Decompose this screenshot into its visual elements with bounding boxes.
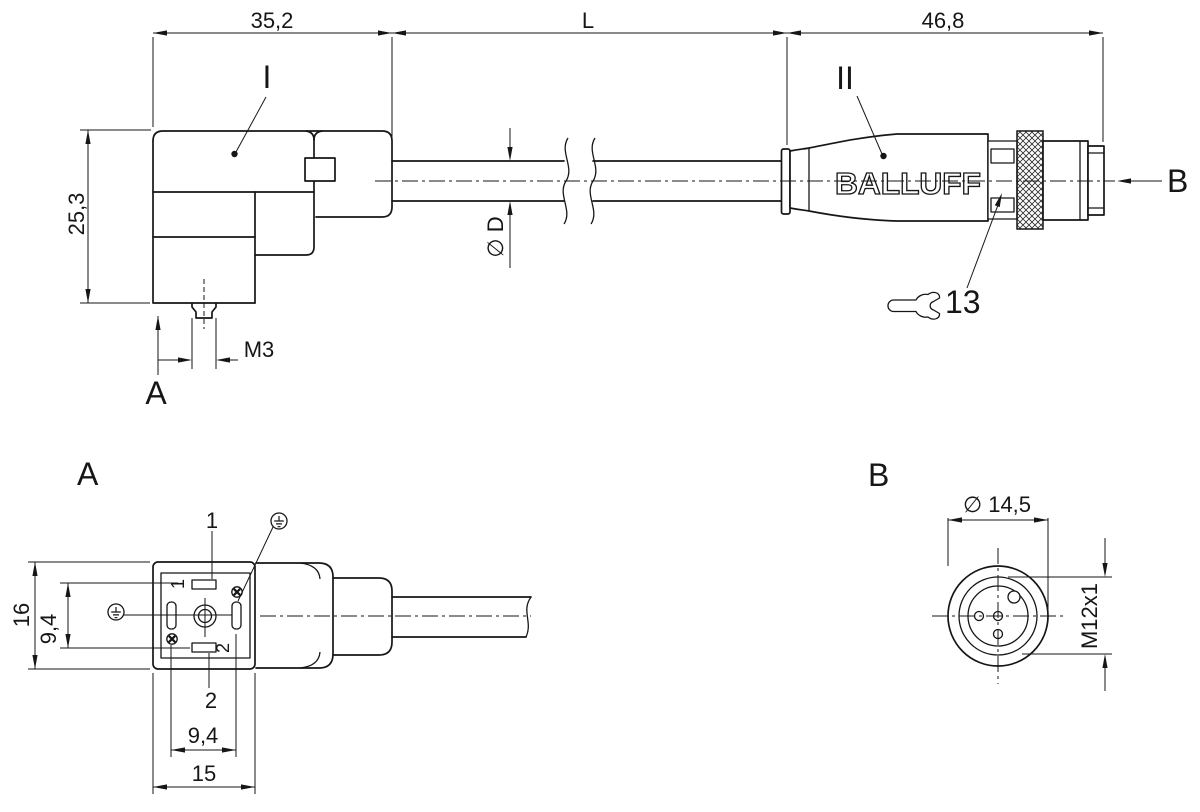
pin2-contact-slot [191, 642, 217, 653]
pin [992, 610, 1004, 622]
view-a-arrow-label: A [145, 375, 167, 411]
pin1-contact-slot [191, 579, 217, 590]
view-a: A [9, 456, 532, 794]
cable-diameter-dimension: ∅ D [483, 128, 513, 268]
dim-M3: M3 [244, 337, 275, 362]
pin2-face-label: 2 [213, 643, 233, 653]
dim-m12x1: M12x1 [1077, 583, 1102, 649]
wrench-size: 13 [945, 284, 981, 320]
dim-46-8: 46,8 [922, 8, 965, 33]
view-b-dimensions: ∅ 14,5 M12x1 [947, 492, 1112, 691]
view-b: B ∅ 14,5 M12x1 [868, 457, 1112, 691]
brand-logo: BALLUFF [835, 166, 981, 201]
dim-14-5: ∅ 14,5 [963, 492, 1031, 517]
dim-35-2: 35,2 [251, 8, 294, 33]
connector-body [789, 133, 989, 222]
ground-symbol-icon [107, 603, 125, 621]
view-b-title: B [868, 457, 889, 493]
height-dimension: 25,3 [64, 129, 151, 304]
phillips-screw [166, 633, 178, 645]
latch-tab [304, 157, 336, 182]
m3-dimension: M3 [158, 318, 274, 369]
dim-25-3: 25,3 [64, 193, 89, 236]
part-label-1: I [231, 59, 272, 158]
dim-cable-diameter: ∅ D [483, 216, 508, 257]
valve-connector-side [152, 130, 393, 329]
dim-15: 15 [192, 761, 216, 786]
view-arrow-b: B [1117, 163, 1188, 199]
m12-connector-side: BALLUFF [780, 130, 1105, 230]
cable-side [391, 137, 783, 225]
left-slot [166, 601, 177, 630]
pin1-face-label: 1 [168, 579, 188, 589]
right-slot [231, 601, 242, 630]
view-a-dimensions: 16 9,4 9,4 15 [9, 561, 256, 794]
dim-9-4-horizontal: 9,4 [188, 723, 219, 748]
dim-L: L [582, 8, 594, 33]
keying-notch [1007, 590, 1021, 604]
label-I: I [263, 59, 272, 95]
view-b-arrow-label: B [1167, 163, 1188, 199]
wrench-callout: 13 [887, 193, 1002, 320]
pin [992, 628, 1004, 640]
view-a-rear-profile [255, 562, 532, 669]
part-label-2: II [836, 60, 887, 160]
center-screw-outer [193, 604, 217, 628]
knurled-ring [1016, 130, 1044, 230]
ground-symbol-icon [270, 512, 288, 530]
pin1-callout: 1 [206, 508, 218, 533]
dim-9-4-vertical: 9,4 [36, 614, 61, 645]
view-arrow-a: A [145, 316, 167, 411]
label-II: II [836, 60, 854, 96]
pin [973, 610, 985, 622]
side-view: BALLUFF I II 35,2 L 46,8 [64, 8, 1188, 411]
wrench-icon [887, 291, 941, 320]
center-screw-inner [197, 608, 213, 624]
pin2-callout: 2 [205, 688, 217, 713]
m3-center-screw [191, 302, 217, 319]
dim-16: 16 [9, 603, 34, 627]
view-a-title: A [77, 456, 99, 492]
top-dimensions: 35,2 L 46,8 [152, 8, 1104, 156]
